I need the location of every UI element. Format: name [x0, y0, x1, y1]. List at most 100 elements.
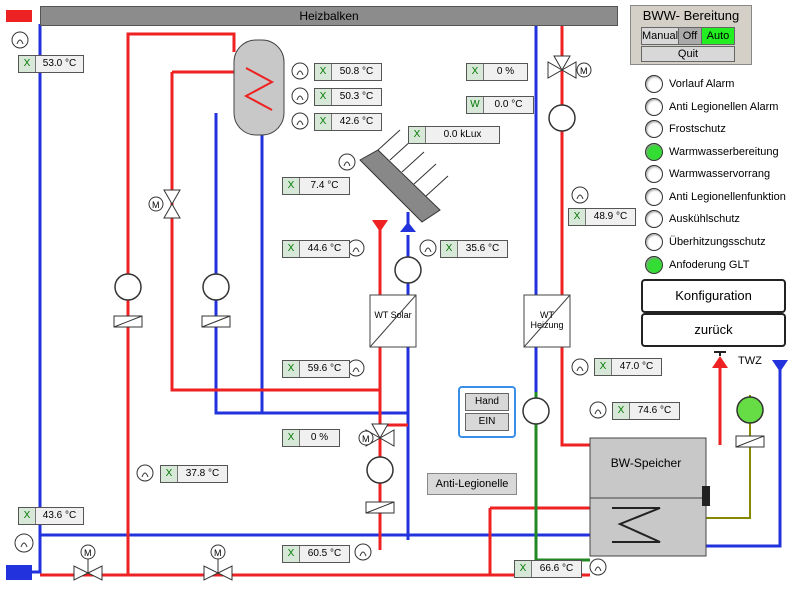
solar-flow-arrow-icon	[372, 220, 388, 232]
wt-heizung-exchanger	[523, 294, 571, 348]
status-led-icon	[645, 143, 663, 161]
status-label: Warmwasserbereitung	[669, 146, 779, 158]
sensor-icon	[291, 112, 309, 130]
status-led-icon	[645, 233, 663, 251]
status-led-icon	[645, 188, 663, 206]
hand-control: Hand EIN	[458, 386, 516, 438]
back-button[interactable]: zurück	[641, 313, 786, 347]
mixing-valve-icon: M	[547, 55, 592, 79]
check-valve-icon	[113, 315, 143, 328]
solar-return-arrow-icon	[400, 222, 416, 232]
motor-valve-icon: M	[73, 544, 103, 581]
status-led-icon	[645, 210, 663, 228]
status-item: Anti Legionellenfunktion	[645, 187, 786, 207]
sensor-icon	[291, 62, 309, 80]
svg-text:M: M	[362, 434, 370, 444]
status-led-icon	[645, 165, 663, 183]
status-led-icon	[645, 120, 663, 138]
mixing-valve-icon: M	[148, 189, 181, 219]
off-button[interactable]: Off	[678, 27, 702, 45]
sensor-icon	[571, 186, 589, 204]
svg-text:M: M	[214, 548, 222, 558]
status-label: Frostschutz	[669, 123, 726, 135]
flow-arrow-icon	[6, 10, 32, 22]
svg-text:M: M	[152, 200, 160, 210]
svg-text:M: M	[84, 548, 92, 558]
hot-pipes	[40, 24, 722, 577]
sensor-icon	[589, 558, 607, 576]
status-item: Vorlauf Alarm	[645, 74, 734, 94]
auto-button[interactable]: Auto	[701, 27, 735, 45]
config-button[interactable]: Konfiguration	[641, 279, 786, 313]
status-item: Warmwasserbereitung	[645, 142, 779, 162]
pump-icon	[548, 104, 576, 132]
status-label: Anti Legionellenfunktion	[669, 191, 786, 203]
status-item: Anfoderung GLT	[645, 255, 750, 275]
wt-solar-exchanger	[369, 294, 417, 348]
sensor-icon	[571, 358, 589, 376]
status-label: Warmwasservorrang	[669, 168, 771, 180]
tap-arrow-icon	[712, 356, 728, 368]
solar-collector	[359, 129, 449, 223]
status-label: Anfoderung GLT	[669, 259, 750, 271]
status-led-icon	[645, 256, 663, 274]
wt-heizung-label: WT Heizung	[530, 310, 564, 330]
anti-legionelle-button[interactable]: Anti-Legionelle	[427, 473, 517, 495]
status-item: Überhitzungsschutz	[645, 232, 766, 252]
status-item: Anti Legionellen Alarm	[645, 97, 778, 117]
sensor-icon	[291, 87, 309, 105]
sensor-icon	[14, 533, 34, 553]
page-title: Heizbalken	[40, 6, 618, 26]
sensor-icon	[11, 31, 29, 49]
pump-icon	[394, 256, 422, 284]
sensor-icon	[354, 543, 372, 561]
quit-button[interactable]: Quit	[641, 46, 735, 62]
manual-button[interactable]: Manual	[641, 27, 679, 45]
check-valve-icon	[735, 435, 765, 448]
status-item: Warmwasservorrang	[645, 164, 770, 184]
check-valve-icon	[201, 315, 231, 328]
cold-water-arrow-icon	[772, 360, 788, 372]
status-label: Vorlauf Alarm	[669, 78, 735, 90]
pump-icon	[114, 273, 142, 301]
pump-icon	[366, 456, 394, 484]
sensor-icon	[338, 153, 356, 171]
ein-button[interactable]: EIN	[465, 413, 509, 431]
status-label: Überhitzungsschutz	[669, 236, 766, 248]
status-led-icon	[645, 75, 663, 93]
status-led-icon	[645, 98, 663, 116]
pump-icon	[522, 397, 550, 425]
status-item: Frostschutz	[645, 119, 726, 139]
speicher-label: BW-Speicher	[610, 456, 682, 470]
wt-solar-label: WT Solar	[374, 310, 412, 320]
sensor-icon	[347, 239, 365, 257]
hand-button[interactable]: Hand	[465, 393, 509, 411]
sensor-icon	[347, 359, 365, 377]
pump-icon	[202, 273, 230, 301]
svg-text:M: M	[580, 66, 588, 76]
sensor-icon	[589, 401, 607, 419]
status-label: Auskühlschutz	[669, 213, 740, 225]
status-label: Anti Legionellen Alarm	[669, 101, 779, 113]
return-arrow-icon	[6, 565, 32, 580]
sensor-icon	[419, 239, 437, 257]
mode-panel-title: BWW- Bereitung	[642, 8, 740, 23]
